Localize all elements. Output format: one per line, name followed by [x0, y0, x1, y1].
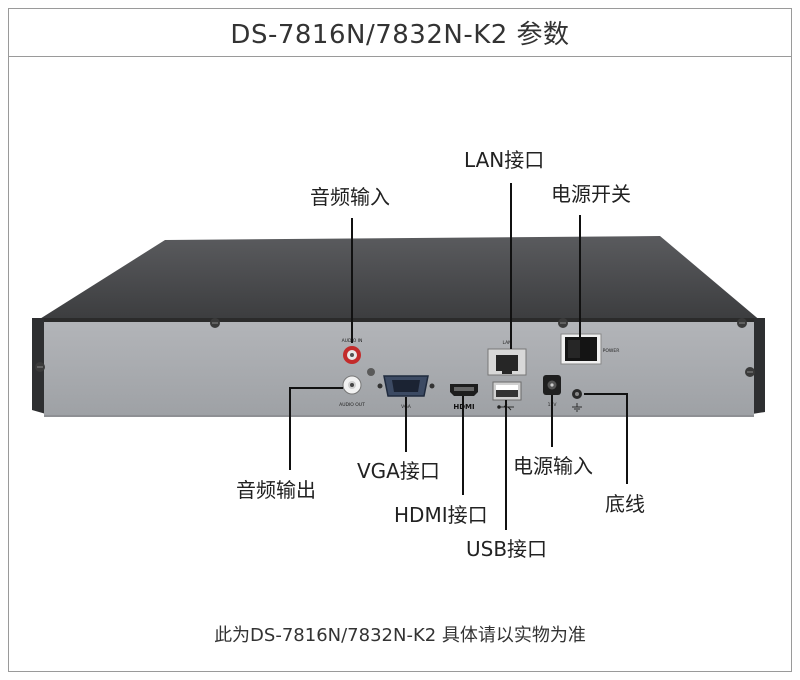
chassis-top — [35, 236, 762, 322]
lan-port — [487, 348, 527, 376]
usb-port — [492, 381, 522, 401]
power-panel-label: POWER — [603, 348, 620, 354]
ground-terminal — [572, 389, 582, 399]
label-usb: USB接口 — [466, 537, 547, 561]
label-lan: LAN接口 — [464, 148, 544, 172]
label-hdmi: HDMI接口 — [394, 503, 488, 527]
header-bar: DS-7816N/7832N-K2 参数 — [9, 9, 791, 57]
lan-panel-label: LAN — [502, 340, 511, 346]
label-ground: 底线 — [605, 492, 645, 516]
audio-out-port — [342, 375, 362, 395]
power-switch — [560, 333, 602, 365]
callout-line-audio-out — [289, 387, 343, 470]
footer-note: 此为DS-7816N/7832N-K2 具体请以实物为准 — [214, 625, 586, 646]
screw-icon — [35, 362, 45, 372]
ground-icon — [572, 403, 582, 412]
page-title: DS-7816N/7832N-K2 参数 — [230, 20, 570, 50]
vga-port — [377, 375, 435, 397]
screw-icon — [210, 318, 220, 328]
dc-power-jack — [543, 375, 561, 395]
label-audio-in: 音频输入 — [310, 185, 390, 209]
audio-out-panel-label: AUDIO OUT — [339, 402, 365, 408]
label-vga: VGA接口 — [357, 459, 440, 483]
screw-icon — [745, 367, 755, 377]
label-audio-out: 音频输出 — [236, 478, 316, 502]
screw-icon — [367, 368, 375, 376]
screw-icon — [558, 318, 568, 328]
audio-in-port — [343, 346, 361, 364]
label-power-in: 电源输入 — [513, 454, 593, 478]
screw-icon — [737, 318, 747, 328]
label-power-switch: 电源开关 — [551, 182, 631, 206]
hdmi-port — [450, 384, 478, 396]
chassis-right-side — [752, 318, 765, 414]
rear-panel — [44, 320, 754, 416]
callout-line-ground — [584, 393, 628, 484]
